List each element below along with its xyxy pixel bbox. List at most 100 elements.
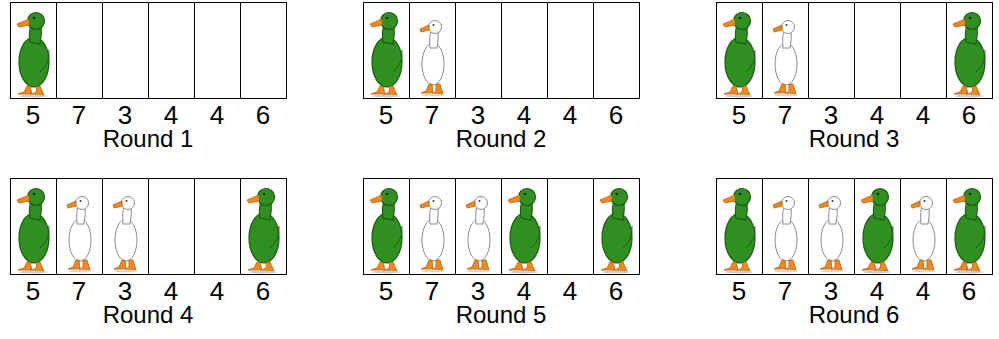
grid-cell [57,3,103,99]
grid-cell [717,179,763,275]
grid-cell [103,179,149,275]
grid-cell [763,3,809,99]
grid-cell [901,3,947,99]
grid-cell [763,179,809,275]
green-duck [370,189,402,274]
white-duck [67,197,92,273]
grid-cell [241,3,287,99]
white-duck [466,197,491,273]
green-duck [953,13,985,98]
white-duck [819,197,844,273]
grid-cell [195,3,241,99]
cell-number: 7 [778,278,792,304]
round-label: Round 1 [103,127,194,151]
white-duck [420,197,445,273]
grid-cell [241,179,287,275]
grid-cell [11,179,57,275]
white-duck [773,21,798,97]
grid-cell [456,3,502,99]
cell-number: 3 [471,102,485,128]
grid-cell [855,179,901,275]
green-duck [247,189,279,274]
cell-number: 3 [824,278,838,304]
grid-cell [410,3,456,99]
cell-number: 6 [609,102,623,128]
grid-cell [901,179,947,275]
cell-number: 3 [824,102,838,128]
cell-number: 7 [72,102,86,128]
grid-cell [57,179,103,275]
grid-cell [947,179,993,275]
cell-number: 6 [256,102,270,128]
cell-number: 4 [517,102,531,128]
cell-number: 5 [732,102,746,128]
grid-cell [947,3,993,99]
cell-number: 4 [870,278,884,304]
cell-number: 5 [379,278,393,304]
round-label: Round 5 [456,303,547,327]
green-duck [723,189,755,274]
cell-number: 6 [962,102,976,128]
grid-cell [11,3,57,99]
cell-number: 5 [26,278,40,304]
grid-cell [364,3,410,99]
grid-cell [594,179,640,275]
grid-cell [548,179,594,275]
cell-number: 6 [962,278,976,304]
grid-cell [149,179,195,275]
cell-number: 4 [916,278,930,304]
cell-number: 4 [210,278,224,304]
cell-number: 7 [425,102,439,128]
grid-cell [594,3,640,99]
grid-cell [364,179,410,275]
grid-cell [502,3,548,99]
grid-cell [195,179,241,275]
cell-number: 4 [870,102,884,128]
grid-cell [103,3,149,99]
green-duck [508,189,540,274]
green-duck [953,189,985,274]
green-duck [861,189,893,274]
cell-number: 4 [563,278,577,304]
cell-number: 3 [118,278,132,304]
grid-cell [809,179,855,275]
round-label: Round 6 [809,303,900,327]
cell-number: 7 [778,102,792,128]
cell-number: 7 [72,278,86,304]
cell-number: 5 [379,102,393,128]
cell-number: 3 [118,102,132,128]
green-duck [17,13,49,98]
round-label: Round 3 [809,127,900,151]
cell-number: 6 [256,278,270,304]
cell-number: 3 [471,278,485,304]
green-duck [370,13,402,98]
green-duck [600,189,632,274]
grid-cell [410,179,456,275]
grid-cell [548,3,594,99]
cell-number: 5 [732,278,746,304]
green-duck [723,13,755,98]
grid-cell [502,179,548,275]
grid-cell [717,3,763,99]
white-duck [420,21,445,97]
green-duck [17,189,49,274]
cell-number: 4 [517,278,531,304]
grid-cell [456,179,502,275]
grid-cell [855,3,901,99]
cell-number: 4 [164,278,178,304]
round-label: Round 4 [103,303,194,327]
cell-number: 4 [563,102,577,128]
white-duck [113,197,138,273]
round-label: Round 2 [456,127,547,151]
cell-number: 7 [425,278,439,304]
grid-cell [809,3,855,99]
cell-number: 4 [164,102,178,128]
cell-number: 6 [609,278,623,304]
cell-number: 5 [26,102,40,128]
white-duck [911,197,936,273]
grid-cell [149,3,195,99]
cell-number: 4 [210,102,224,128]
white-duck [773,197,798,273]
cell-number: 4 [916,102,930,128]
